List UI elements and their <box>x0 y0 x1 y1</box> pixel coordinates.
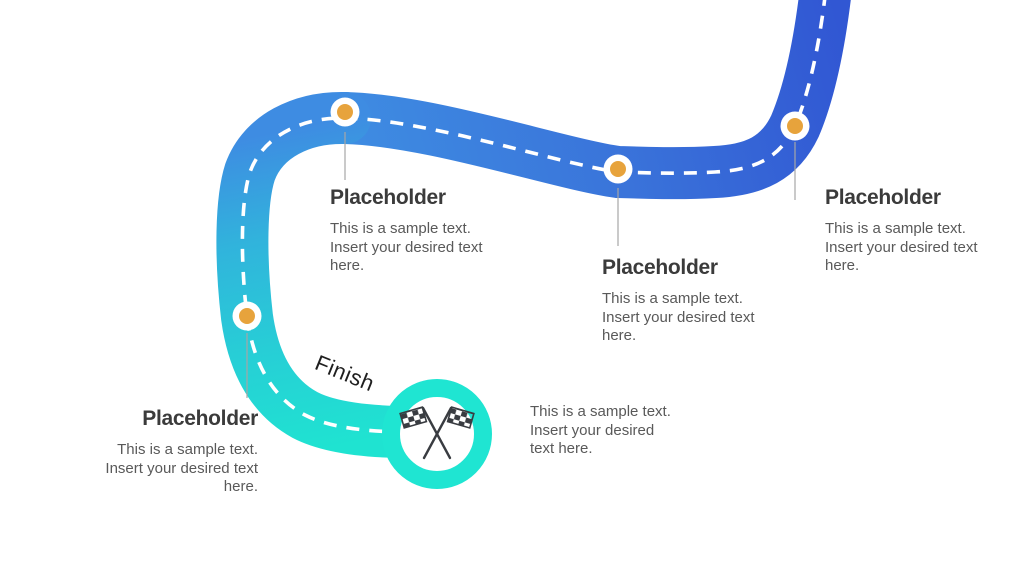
milestone-dot-2[interactable] <box>330 97 360 127</box>
milestone-title: Placeholder <box>602 256 718 279</box>
milestone-dot-3[interactable] <box>603 154 633 184</box>
milestone-title: Placeholder <box>330 186 446 209</box>
milestone-title: Placeholder <box>142 407 258 430</box>
milestone-dot-4[interactable] <box>780 111 810 141</box>
milestone-body: This is a sample text. Insert your desir… <box>602 290 755 344</box>
milestone-block-2[interactable]: Placeholder This is a sample text. Inser… <box>330 187 500 276</box>
milestone-dot-1[interactable] <box>232 301 262 331</box>
milestone-title: Placeholder <box>825 186 941 209</box>
milestone-body: This is a sample text. Insert your desir… <box>825 220 978 274</box>
milestone-body: This is a sample text. Insert your desir… <box>105 441 258 495</box>
road-segment-blue <box>319 0 851 200</box>
checkered-flags-icon <box>399 406 475 460</box>
milestone-block-3[interactable]: Placeholder This is a sample text. Inser… <box>602 257 772 346</box>
milestone-block-1[interactable]: Placeholder This is a sample text. Inser… <box>88 408 258 497</box>
milestone-block-4[interactable]: Placeholder This is a sample text. Inser… <box>825 187 995 276</box>
finish-note[interactable]: This is a sample text. Insert your desir… <box>530 403 671 457</box>
milestone-body: This is a sample text. Insert your desir… <box>330 220 483 274</box>
